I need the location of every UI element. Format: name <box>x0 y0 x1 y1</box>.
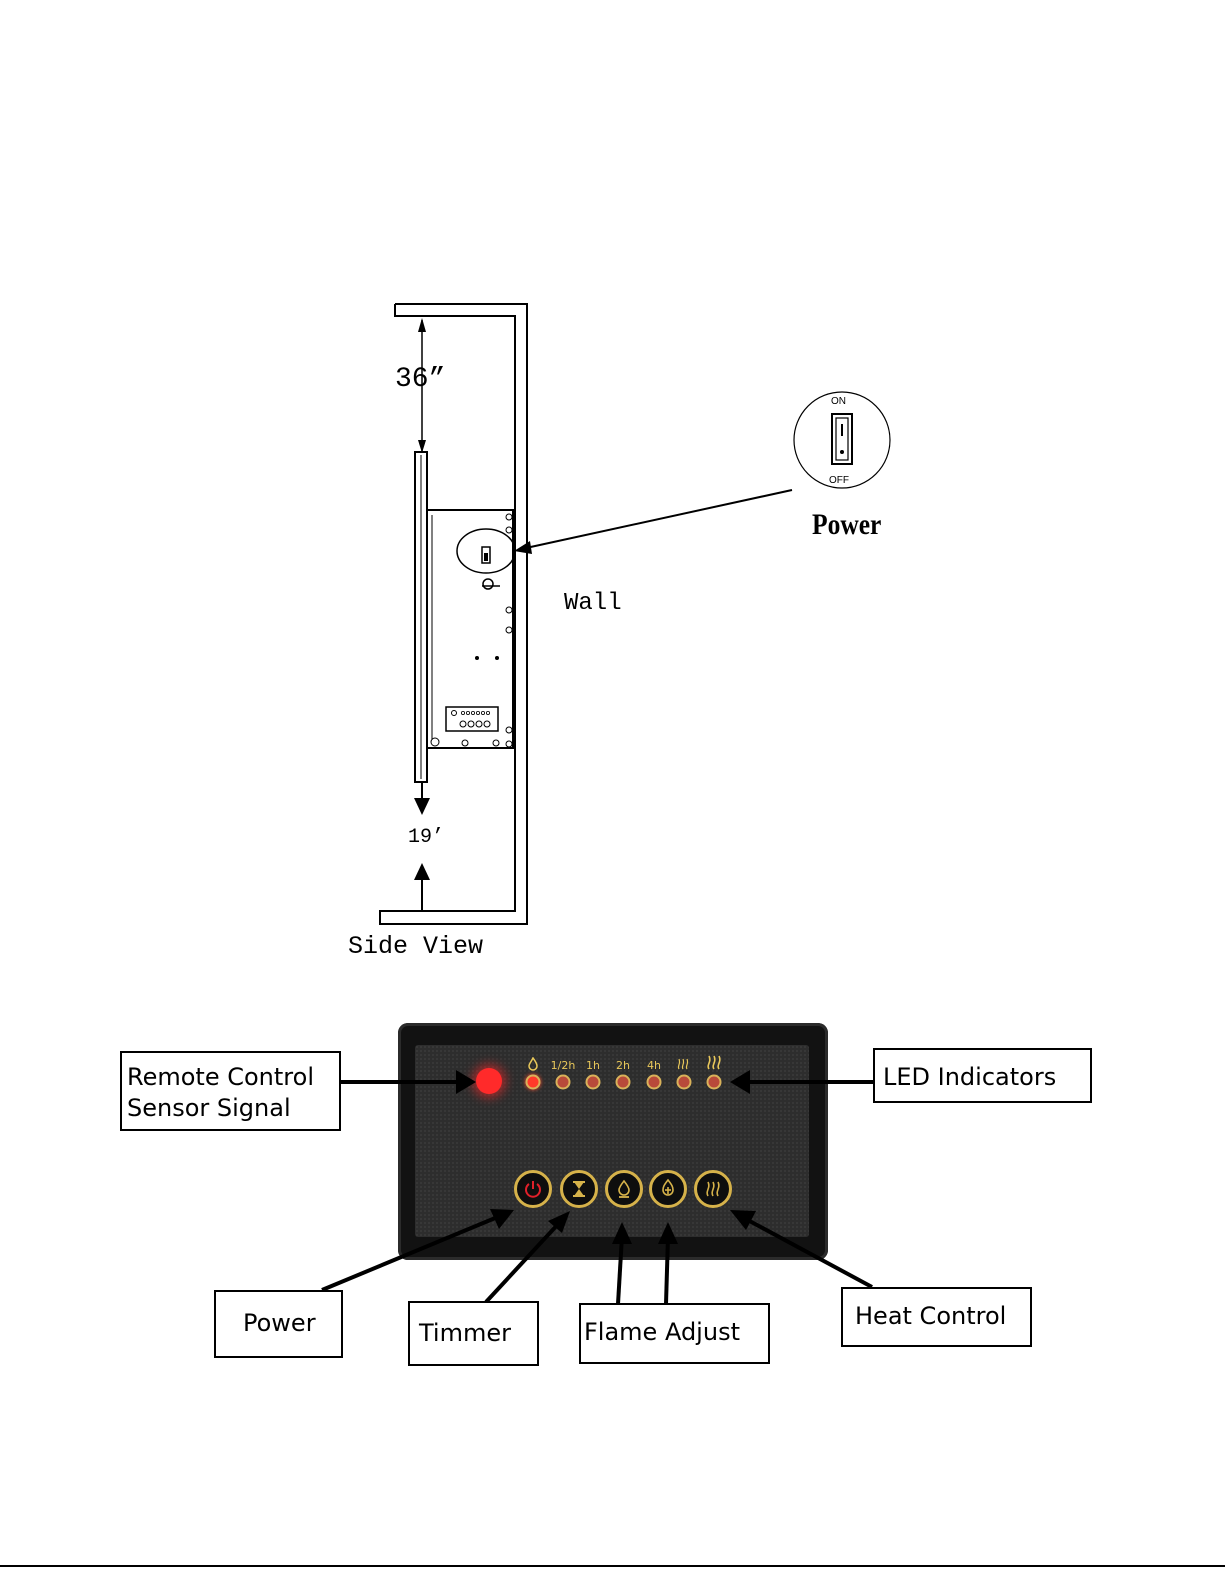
led-heat-high <box>707 1075 722 1090</box>
callout-heat-control: Heat Control <box>841 1287 1032 1347</box>
led-2h <box>616 1075 631 1090</box>
led-half-hour <box>556 1075 571 1090</box>
led-label-1h: 1h <box>586 1059 600 1072</box>
wall-label: Wall <box>564 590 622 617</box>
page-bottom-rule <box>0 1565 1225 1567</box>
dimension-bottom-label: 19’ <box>408 826 444 849</box>
power-switch-caption: Power <box>812 508 881 542</box>
led-label-half-hour: 1/2h <box>551 1059 576 1072</box>
dimension-top-label: 36” <box>395 364 445 395</box>
flame-icon <box>527 1057 539 1071</box>
power-icon <box>522 1178 544 1200</box>
callout-flame-adjust: Flame Adjust <box>579 1303 770 1364</box>
timer-button[interactable] <box>560 1170 598 1208</box>
power-switch-off-label: OFF <box>829 475 849 486</box>
power-button[interactable] <box>514 1170 552 1208</box>
heat-button[interactable] <box>694 1170 732 1208</box>
flame-up-icon <box>657 1178 679 1200</box>
led-flame <box>526 1075 541 1090</box>
led-heat-low <box>677 1075 692 1090</box>
control-panel <box>398 1023 828 1260</box>
led-1h <box>586 1075 601 1090</box>
heat-waves-icon <box>702 1178 724 1200</box>
side-view-diagram <box>0 0 1225 1000</box>
remote-sensor-light <box>476 1068 502 1094</box>
flame-down-icon <box>613 1178 635 1200</box>
heat-waves-icon <box>705 1055 723 1070</box>
flame-down-button[interactable] <box>605 1170 643 1208</box>
callout-led-indicators: LED Indicators <box>873 1048 1092 1103</box>
power-switch-on-label: ON <box>831 396 846 407</box>
flame-up-button[interactable] <box>649 1170 687 1208</box>
hourglass-icon <box>568 1178 590 1200</box>
heat-waves-icon <box>676 1058 690 1070</box>
callout-timer: Timmer <box>408 1301 539 1366</box>
led-label-2h: 2h <box>616 1059 630 1072</box>
callout-remote-sensor: Remote Control Sensor Signal <box>120 1051 341 1131</box>
side-view-label: Side View <box>348 932 483 961</box>
control-panel-face <box>415 1045 809 1237</box>
led-label-4h: 4h <box>647 1059 661 1072</box>
callout-power: Power <box>214 1290 343 1358</box>
led-4h <box>647 1075 662 1090</box>
